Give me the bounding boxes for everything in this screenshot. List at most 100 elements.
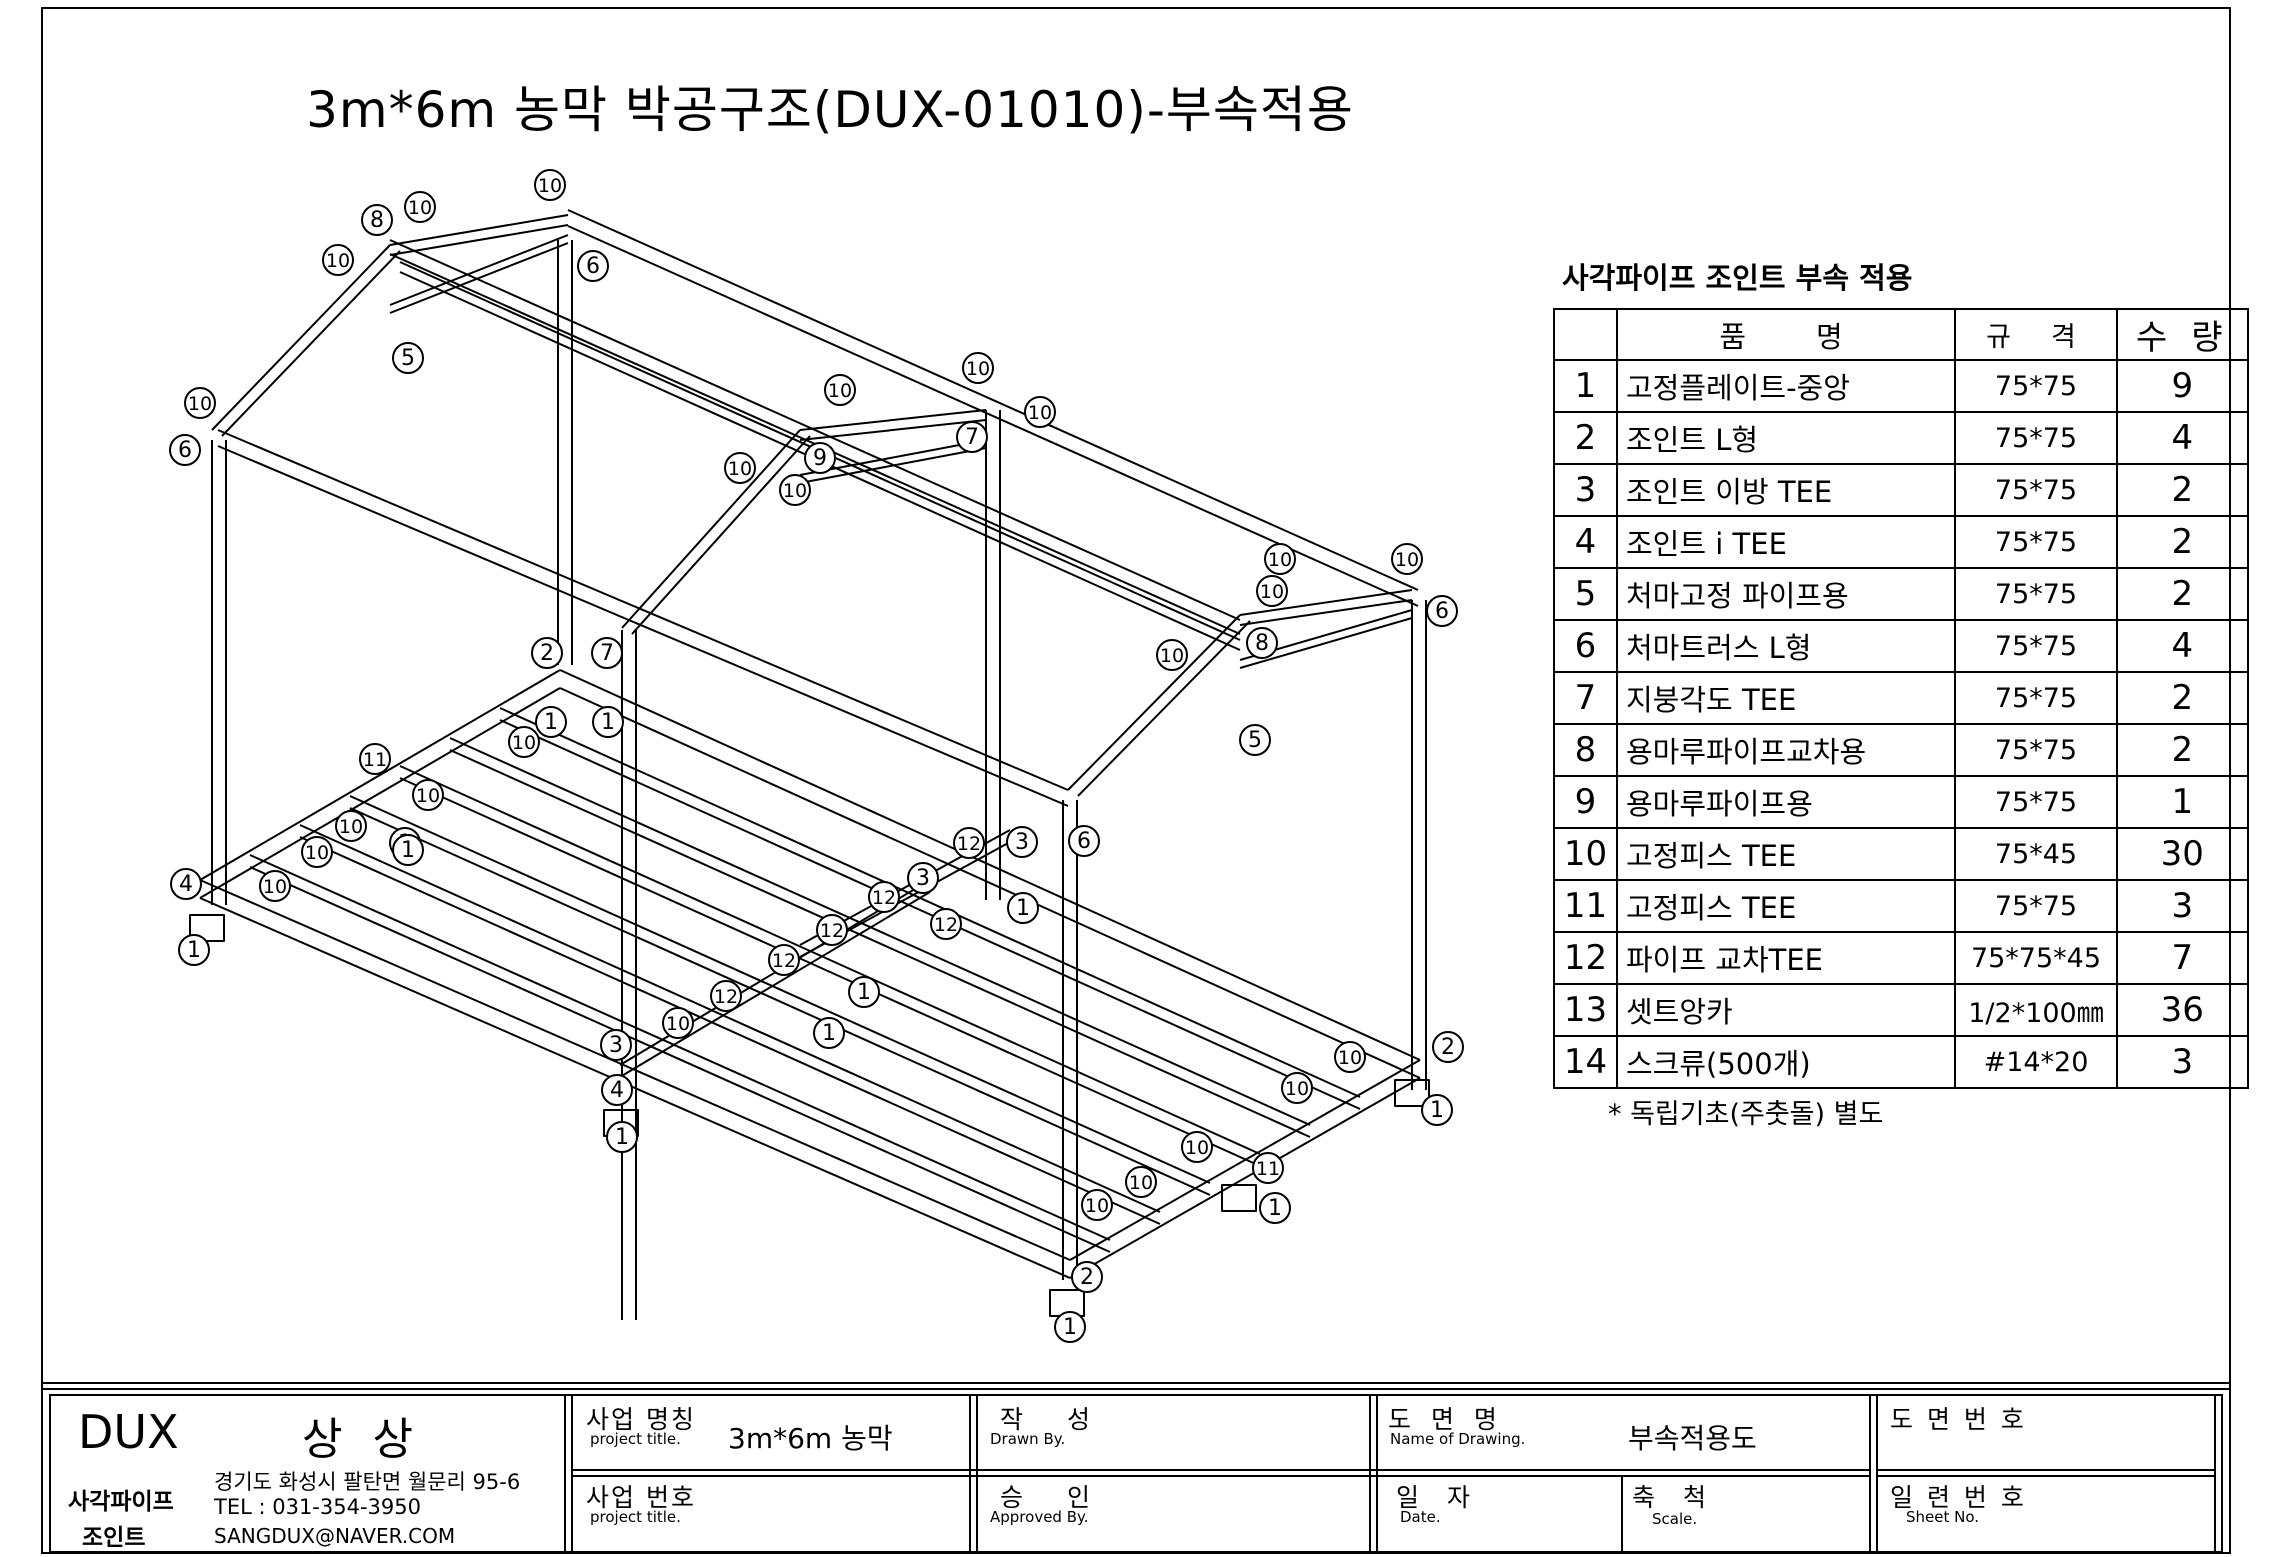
parts-cell-qty: 2	[2116, 567, 2249, 621]
callout-circle	[600, 1029, 632, 1061]
callout-number: 10	[188, 393, 212, 415]
callout-circle	[1239, 724, 1271, 756]
parts-cell-qty: 2	[2116, 671, 2249, 725]
callout-number: 7	[965, 425, 979, 450]
callout-circle	[1181, 1131, 1213, 1163]
floor-joist-2	[299, 836, 1161, 1225]
parts-cell-qty: 30	[2116, 827, 2249, 881]
parts-cell-qty: 2	[2116, 515, 2249, 569]
gable-rafter-left-2	[389, 224, 569, 256]
parts-cell-name: 고정피스 TEE	[1616, 879, 1956, 933]
callout-circle	[577, 250, 609, 282]
callout-number: 10	[1285, 1078, 1309, 1100]
gable-rafter-right-2	[1239, 599, 1413, 626]
callout-balloon: 10	[1125, 1166, 1157, 1198]
callout-number: 10	[1085, 1195, 1109, 1217]
callout-number: 10	[966, 358, 990, 380]
callout-balloon: 12	[953, 827, 985, 859]
callout-balloon: 10	[1264, 543, 1296, 575]
callout-number: 10	[263, 876, 287, 898]
callout-balloon: 9	[804, 442, 836, 474]
parts-cell-qty: 3	[2116, 879, 2249, 933]
parts-cell-no: 14	[1553, 1035, 1618, 1089]
callout-circle	[404, 191, 436, 223]
callout-balloon: 1	[1421, 1094, 1453, 1126]
callout-circle	[601, 1074, 633, 1106]
callout-balloon: 10	[322, 244, 354, 276]
callout-balloon: 10	[412, 779, 444, 811]
callout-circle	[169, 434, 201, 466]
callout-number: 6	[586, 254, 600, 279]
parts-cell-no: 6	[1553, 619, 1618, 673]
scale-en: Scale.	[1652, 1510, 1698, 1528]
parts-cell-no: 10	[1553, 827, 1618, 881]
callout-balloon: 7	[956, 421, 988, 453]
floor-joist-5	[449, 749, 1311, 1138]
parts-cell-qty: 7	[2116, 931, 2249, 985]
company-tel: TEL : 031-354-3950	[214, 1495, 421, 1519]
callout-circle	[930, 908, 962, 940]
callout-balloon: 10	[508, 726, 540, 758]
callout-number: 10	[1260, 581, 1284, 603]
callout-number: 12	[957, 833, 981, 855]
callout-circle	[804, 442, 836, 474]
parts-cell-spec: 75*75	[1954, 879, 2118, 933]
callout-circle	[953, 827, 985, 859]
callout-number: 9	[813, 446, 827, 471]
callout-circle	[962, 352, 994, 384]
parts-cell-no: 8	[1553, 723, 1618, 777]
callout-number: 10	[1028, 402, 1052, 424]
callout-number: 10	[339, 816, 363, 838]
callout-number: 10	[1129, 1172, 1153, 1194]
parts-cell-spec: 1/2*100㎜	[1954, 983, 2118, 1037]
parts-cell-name: 고정플레이트-중앙	[1616, 359, 1956, 413]
callout-circle	[1256, 575, 1288, 607]
parts-table-header-row: 품명 규격 수량	[1553, 308, 2249, 361]
date-label: 일 자	[1396, 1483, 1480, 1512]
parts-cell-name: 스크류(500개)	[1616, 1035, 1956, 1089]
callout-number: 1	[187, 938, 201, 963]
callout-number: 6	[178, 438, 192, 463]
gable-rafter-mid-2	[799, 419, 987, 441]
floor-joist-3	[349, 795, 1211, 1184]
floor-cross-1	[619, 891, 931, 1078]
callout-number: 10	[408, 197, 432, 219]
callout-balloon: 1	[1054, 1311, 1086, 1343]
callout-circle	[335, 810, 367, 842]
callout-number: 10	[416, 785, 440, 807]
callout-number: 10	[828, 380, 852, 402]
callout-circle	[1259, 1192, 1291, 1224]
callout-balloon: 1	[392, 834, 424, 866]
floor-joist-2	[299, 824, 1161, 1213]
callout-number: 2	[1441, 1035, 1455, 1060]
callout-circle	[591, 637, 623, 669]
callout-balloon: 10	[779, 474, 811, 506]
foundation-note: * 독립기초(주춧돌) 별도	[1608, 1099, 1884, 1130]
callout-circle	[848, 976, 880, 1008]
callout-balloon: 10	[1256, 575, 1288, 607]
callout-circle	[1006, 826, 1038, 858]
gable-rafter-mid-1	[621, 429, 801, 629]
parts-cell-name: 파이프 교차TEE	[1616, 931, 1956, 985]
callout-number: 4	[179, 872, 193, 897]
scale-label: 축 척	[1632, 1483, 1716, 1512]
callout-balloon: 10	[1156, 639, 1188, 671]
callout-balloon: 11	[359, 743, 391, 775]
callout-number: 6	[1435, 599, 1449, 624]
drawing-title: 3m*6m 농막 박공구조(DUX-01010)-부속적용	[306, 81, 1354, 139]
parts-cell-no: 4	[1553, 515, 1618, 569]
callout-number: 3	[609, 1033, 623, 1058]
callout-number: 10	[512, 732, 536, 754]
gable-tie-left	[389, 234, 569, 306]
callout-circle	[178, 934, 210, 966]
callout-circle	[824, 374, 856, 406]
parts-cell-no: 2	[1553, 411, 1618, 465]
parts-cell-no: 12	[1553, 931, 1618, 985]
callout-circle	[301, 836, 333, 868]
callout-circle	[813, 1017, 845, 1049]
